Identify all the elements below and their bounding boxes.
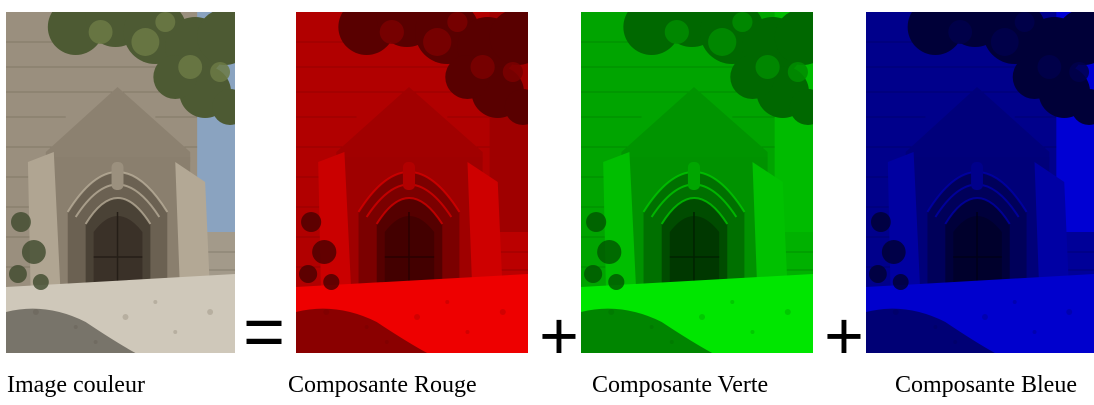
green-component-image bbox=[581, 12, 813, 353]
caption-color-image: Image couleur bbox=[7, 372, 145, 398]
caption-blue-component: Composante Bleue bbox=[895, 372, 1077, 398]
blue-component-image bbox=[866, 12, 1094, 353]
color-image bbox=[6, 12, 235, 353]
caption-red-component: Composante Rouge bbox=[288, 372, 477, 398]
red-component-image bbox=[296, 12, 528, 353]
caption-green-component: Composante Verte bbox=[592, 372, 769, 398]
plus-sign-2: + bbox=[824, 298, 864, 374]
plus-sign-1: + bbox=[539, 298, 579, 374]
equals-sign: = bbox=[242, 292, 286, 372]
